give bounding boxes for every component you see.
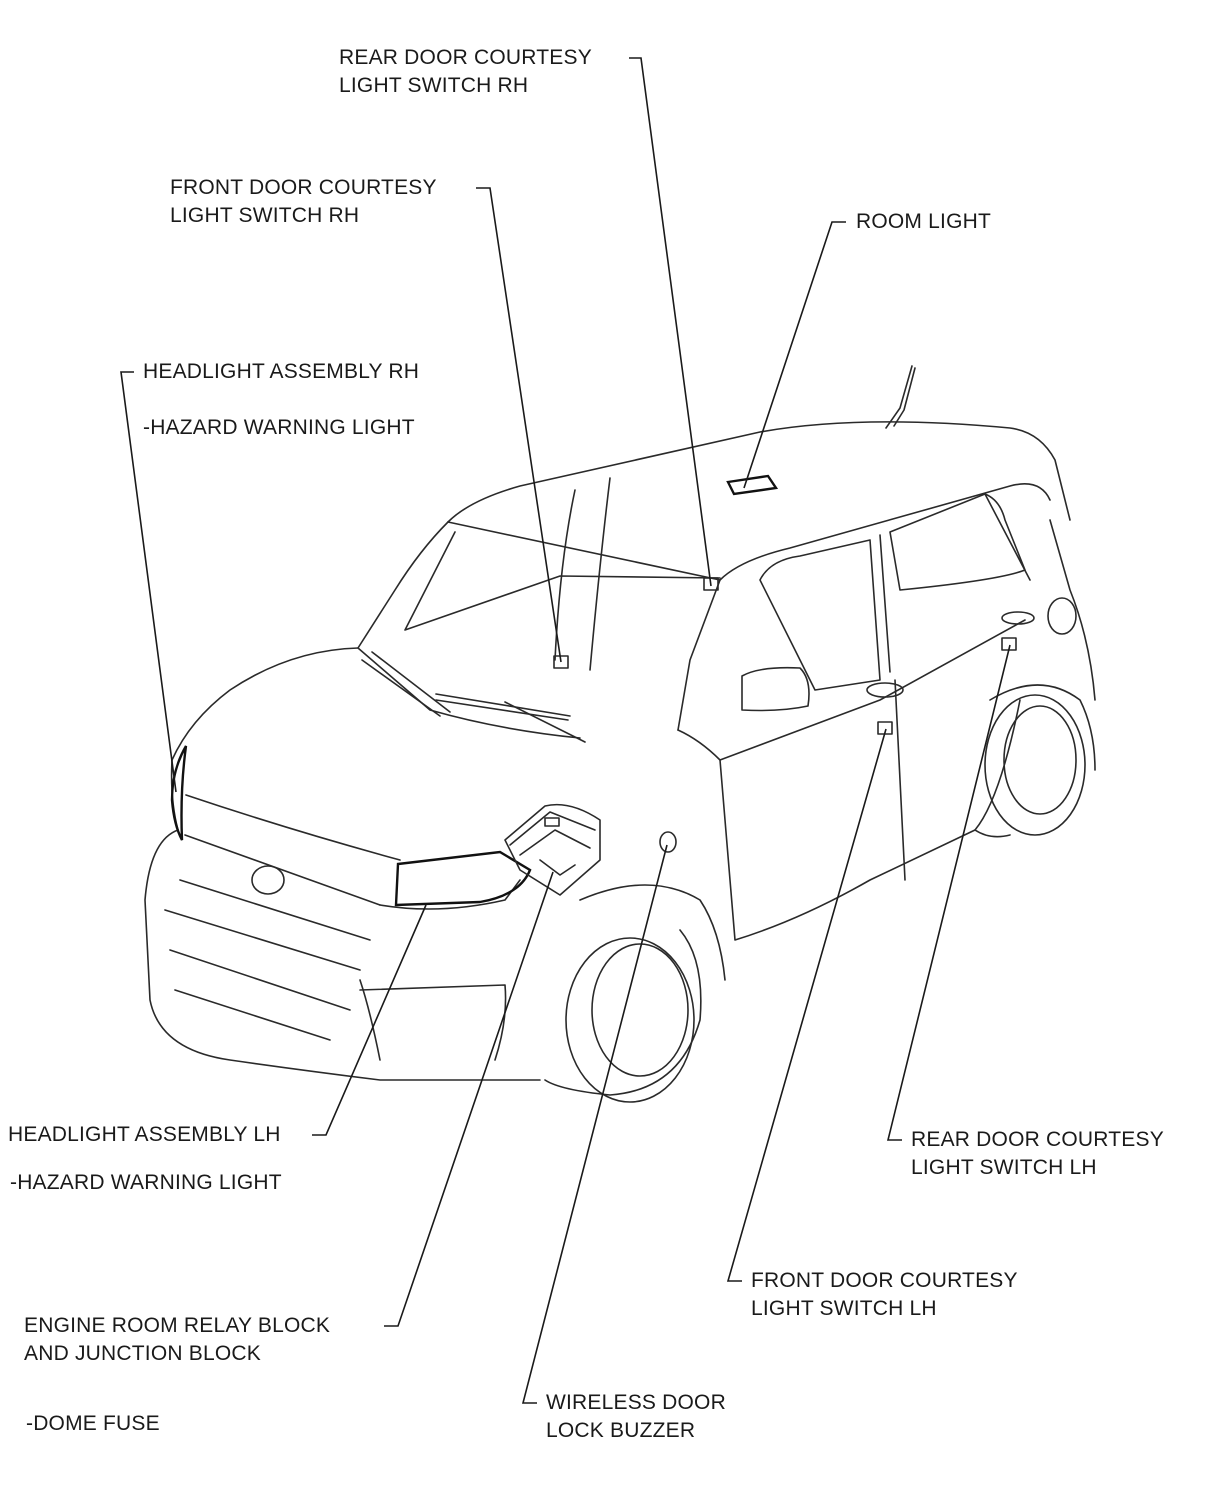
- vehicle-body: [144, 365, 1096, 1103]
- label-line: LIGHT SWITCH RH: [170, 204, 360, 227]
- label-line: REAR DOOR COURTESY: [339, 46, 592, 69]
- label-room-light: ROOM LIGHT: [856, 208, 991, 236]
- label-line: REAR DOOR COURTESY: [911, 1128, 1164, 1151]
- label-headlight-assembly-lh: HEADLIGHT ASSEMBLY LH: [8, 1121, 281, 1149]
- label-front-door-courtesy-switch-rh: FRONT DOOR COURTESY LIGHT SWITCH RH: [170, 174, 437, 230]
- label-line: LIGHT SWITCH RH: [339, 74, 529, 97]
- label-line: FRONT DOOR COURTESY: [170, 176, 437, 199]
- label-line: ROOM LIGHT: [856, 210, 992, 233]
- leader-lines: [120, 57, 1011, 1404]
- label-line: ENGINE ROOM RELAY BLOCK: [24, 1314, 331, 1337]
- label-line: -DOME FUSE: [26, 1412, 160, 1435]
- label-line: LIGHT SWITCH LH: [911, 1156, 1097, 1179]
- label-line: FRONT DOOR COURTESY: [751, 1269, 1018, 1292]
- label-headlight-lh-hazard: -HAZARD WARNING LIGHT: [10, 1169, 282, 1197]
- label-line: -HAZARD WARNING LIGHT: [143, 416, 415, 439]
- label-wireless-door-lock-buzzer: WIRELESS DOOR LOCK BUZZER: [546, 1389, 726, 1445]
- label-headlight-rh-hazard: -HAZARD WARNING LIGHT: [143, 414, 415, 442]
- label-line: LOCK BUZZER: [546, 1419, 696, 1442]
- label-line: -HAZARD WARNING LIGHT: [10, 1171, 282, 1194]
- label-rear-door-courtesy-switch-rh: REAR DOOR COURTESY LIGHT SWITCH RH: [339, 44, 592, 100]
- label-dome-fuse: -DOME FUSE: [26, 1410, 160, 1438]
- label-rear-door-courtesy-switch-lh: REAR DOOR COURTESY LIGHT SWITCH LH: [911, 1126, 1164, 1182]
- label-line: HEADLIGHT ASSEMBLY RH: [143, 360, 420, 383]
- label-front-door-courtesy-switch-lh: FRONT DOOR COURTESY LIGHT SWITCH LH: [751, 1267, 1018, 1323]
- label-engine-room-relay-block: ENGINE ROOM RELAY BLOCK AND JUNCTION BLO…: [24, 1312, 330, 1368]
- label-line: WIRELESS DOOR: [546, 1391, 726, 1414]
- label-line: AND JUNCTION BLOCK: [24, 1342, 261, 1365]
- label-line: LIGHT SWITCH LH: [751, 1297, 937, 1320]
- label-line: HEADLIGHT ASSEMBLY LH: [8, 1123, 281, 1146]
- label-headlight-assembly-rh: HEADLIGHT ASSEMBLY RH: [143, 358, 419, 386]
